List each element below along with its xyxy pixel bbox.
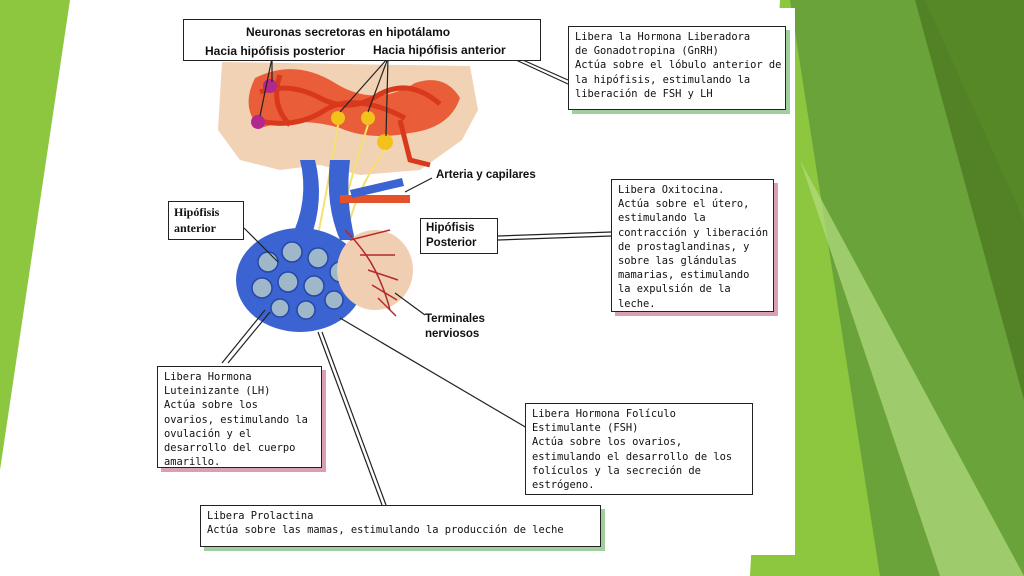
portal-vessel-left [290,160,319,240]
fsh-line: Libera Hormona Folículo [532,408,676,420]
oxytocin-line: leche. [618,297,656,310]
artery [340,195,410,203]
nerve-terminals [344,229,399,317]
header-posterior-label: Hacia hipófisis posterior [205,44,346,58]
oxytocin-line: mamarias, estimulando [618,269,750,282]
header-anterior-label: Hacia hipófisis anterior [373,43,506,57]
anterior-pituitary-label-line: Hipófisis [174,205,220,219]
artery-label: Arteria y capilares [436,169,536,181]
header-pointer-lines [259,57,389,137]
gnrh-line: Libera la Hormona Liberadora [575,31,751,43]
vein [350,178,404,198]
lh-line: Libera Hormona [164,371,252,383]
prolactin-line: Actúa sobre las mamas, estimulando la pr… [207,524,564,537]
fsh-line: estrógeno. [532,479,595,492]
nerve-terminals-label: Terminales nerviosos [425,312,485,342]
posterior-pituitary-label-line: Posterior [426,237,477,249]
anterior-pituitary-label-line: anterior [174,221,216,235]
red-vessel-network [254,74,442,168]
lh-line: desarrollo del cuerpo [164,442,296,455]
lh-line: amarillo. [164,456,221,469]
oxytocin-line: contracción y liberación [618,226,769,239]
neuron-body-anterior-3 [377,134,393,150]
gnrh-box: Libera la Hormona Liberadora de Gonadotr… [568,26,786,110]
gnrh-line: de Gonadotropina (GnRH) [575,45,719,58]
neuron-body-anterior-1 [331,111,345,125]
right-light-stripe [800,160,1024,576]
anterior-pituitary-label: Hipófisis anterior [168,201,244,240]
oxytocin-line: de prostaglandinas, y [618,240,750,253]
posterior-pituitary-label-line: Hipófisis [426,222,475,234]
fsh-line: Actúa sobre los ovarios, [532,436,683,449]
neuron-body-anterior-2 [361,111,375,125]
fsh-line: Estimulante (FSH) [532,422,639,435]
callout-lines [221,56,612,506]
prolactin-line: Libera Prolactina [207,510,314,522]
oxytocin-line: Actúa sobre el útero, [618,198,750,211]
left-green-shape [0,0,70,470]
gnrh-line: liberación de FSH y LH [575,87,713,100]
neuron-body-posterior-2 [251,115,265,129]
header-title: Neuronas secretoras en hipotálamo [246,25,451,39]
lh-line: ovulación y el [164,427,252,440]
prolactin-box: Libera Prolactina Actúa sobre las mamas,… [200,505,601,547]
right-darkest-green-shape [915,0,1024,400]
fsh-box: Libera Hormona Folículo Estimulante (FSH… [525,403,753,495]
lh-line: ovarios, estimulando la [164,413,308,426]
oxytocin-line: Libera Oxitocina. [618,184,725,196]
gnrh-line: Actúa sobre el lóbulo anterior de [575,59,782,72]
lh-line: Luteinizante (LH) [164,385,271,398]
oxytocin-line: la expulsión de la [618,283,731,296]
lh-line: Actúa sobre los [164,399,258,412]
oxytocin-line: sobre las glándulas [618,255,737,268]
header-box [183,19,541,61]
nerve-terminals-label-line: Terminales [425,313,485,325]
nerve-terminals-label-line: nerviosos [425,328,480,340]
oxytocin-box: Libera Oxitocina. Actúa sobre el útero, … [611,179,774,312]
gnrh-line: la hipófisis, estimulando la [575,73,751,86]
lh-box: Libera Hormona Luteinizante (LH) Actúa s… [157,366,322,468]
fsh-line: folículos y la secreción de [532,464,701,477]
fsh-line: estimulando el desarrollo de los [532,450,733,463]
oxytocin-line: estimulando la [618,212,706,225]
posterior-pituitary-label: Hipófisis Posterior [420,218,498,254]
